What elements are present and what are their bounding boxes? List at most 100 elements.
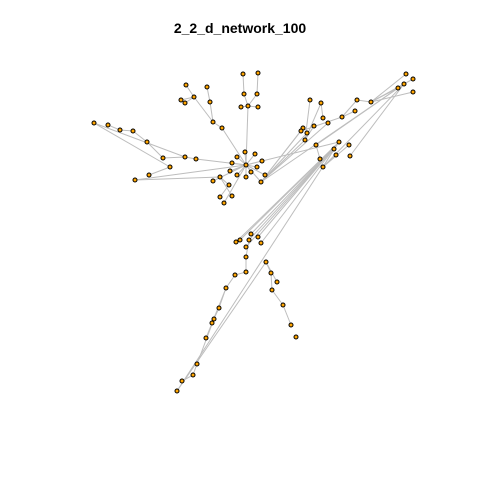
network-node — [263, 259, 269, 265]
network-node — [304, 130, 310, 136]
network-node — [410, 76, 416, 82]
network-node — [117, 127, 123, 133]
network-edge — [349, 83, 405, 157]
network-node — [258, 240, 264, 246]
network-node — [243, 162, 249, 168]
network-node — [194, 361, 200, 367]
network-node — [234, 172, 240, 178]
network-node — [317, 156, 323, 162]
network-node — [240, 71, 246, 77]
network-node — [248, 231, 254, 237]
network-node — [221, 200, 227, 206]
network-edge — [193, 96, 214, 123]
network-node — [311, 123, 317, 129]
network-edge — [206, 86, 211, 103]
network-edge — [282, 304, 292, 326]
network-node — [144, 139, 150, 145]
network-node — [210, 119, 216, 125]
network-node — [259, 158, 265, 164]
network-node — [229, 193, 235, 199]
network-node — [268, 270, 274, 276]
network-node — [146, 172, 152, 178]
network-edge — [248, 141, 340, 241]
network-node — [255, 104, 261, 110]
plot-title: 2_2_d_network_100 — [173, 20, 307, 36]
network-edge — [148, 166, 171, 176]
network-node — [246, 237, 252, 243]
network-node — [368, 99, 374, 105]
network-edge — [242, 73, 245, 95]
network-node — [217, 174, 223, 180]
network-edge — [271, 289, 284, 306]
network-node — [178, 97, 184, 103]
network-node — [160, 155, 166, 161]
network-edge — [162, 156, 186, 159]
network-edge — [132, 130, 148, 143]
network-node — [347, 153, 353, 159]
network-edge — [260, 132, 308, 183]
network-node — [223, 285, 229, 291]
network-node — [262, 172, 268, 178]
network-edge — [223, 164, 247, 204]
network-edge — [176, 141, 340, 392]
network-node — [130, 128, 136, 134]
network-node — [91, 120, 97, 126]
network-node — [243, 244, 249, 250]
network-edge — [205, 287, 227, 339]
network-edge — [221, 127, 247, 166]
node-layer — [91, 70, 416, 394]
network-node — [216, 305, 222, 311]
network-node — [182, 154, 188, 160]
network-node — [242, 149, 248, 155]
network-node — [325, 120, 331, 126]
network-node — [255, 70, 261, 76]
network-edge — [134, 164, 247, 181]
network-node — [204, 84, 210, 90]
network-node — [193, 156, 199, 162]
network-node — [226, 182, 232, 188]
network-node — [232, 272, 238, 278]
network-edge — [93, 122, 171, 168]
network-node — [346, 142, 352, 148]
network-edge — [209, 101, 214, 123]
network-node — [401, 81, 407, 87]
network-node — [241, 91, 247, 97]
network-node — [336, 139, 342, 145]
network-node — [167, 164, 173, 170]
network-node — [258, 179, 264, 185]
network-node — [274, 279, 280, 285]
network-edge — [270, 272, 273, 291]
network-node — [288, 322, 294, 328]
network-edge — [370, 73, 407, 103]
network-node — [339, 114, 345, 120]
network-node — [243, 269, 249, 275]
network-node — [203, 335, 209, 341]
network-edge — [257, 141, 340, 238]
network-node — [245, 103, 251, 109]
network-node — [302, 137, 308, 143]
network-node — [254, 164, 260, 170]
network-node — [207, 99, 213, 105]
network-edge — [256, 72, 259, 95]
network-edge — [341, 99, 358, 118]
edge-layer — [93, 72, 414, 392]
network-node — [410, 89, 416, 95]
network-edge — [320, 102, 324, 119]
network-node — [269, 287, 275, 293]
network-node — [132, 177, 138, 183]
network-edge — [245, 164, 262, 183]
network-edge — [245, 105, 249, 166]
network-edge — [93, 122, 186, 158]
network-node — [333, 152, 339, 158]
network-node — [331, 146, 337, 152]
network-node — [227, 168, 233, 174]
network-node — [234, 154, 240, 160]
network-node — [252, 151, 258, 157]
network-edge — [260, 141, 340, 244]
network-node — [182, 100, 188, 106]
network-node — [183, 82, 189, 88]
network-node — [219, 125, 225, 131]
network-node — [307, 97, 313, 103]
network-edge — [176, 261, 267, 392]
network-node — [209, 320, 215, 326]
